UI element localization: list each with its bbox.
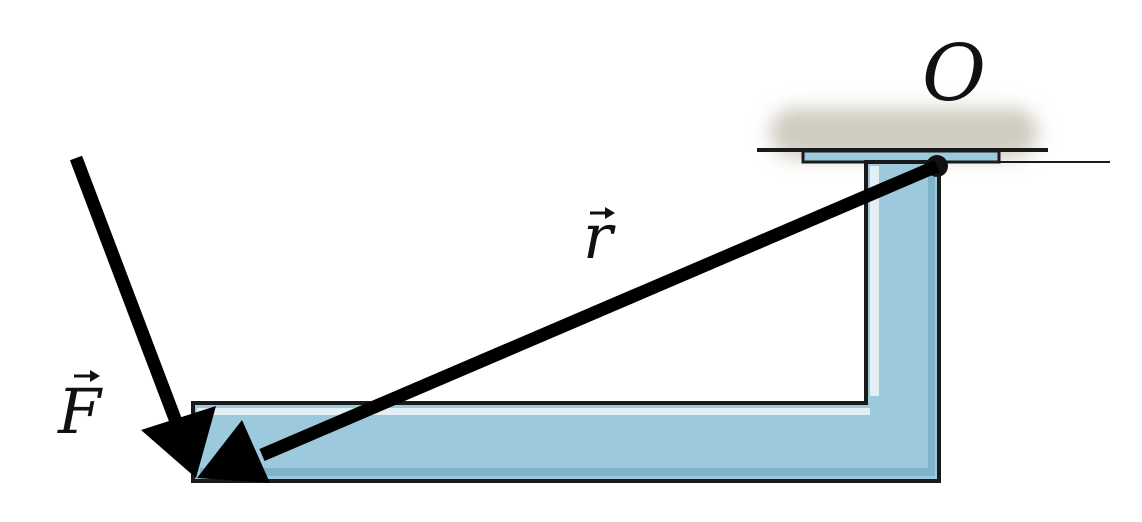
force-vector-overarrow-icon [74,370,100,382]
support-shadow [770,108,1038,158]
force-vector-label: F [57,375,103,448]
position-vector-label-group: r [583,200,616,273]
force-vector-label-group: F [57,370,103,448]
position-vector-overarrow-icon [590,207,615,219]
origin-label: O [922,29,986,119]
force-vector-arrow [69,155,216,478]
position-vector-arrow [197,160,940,483]
